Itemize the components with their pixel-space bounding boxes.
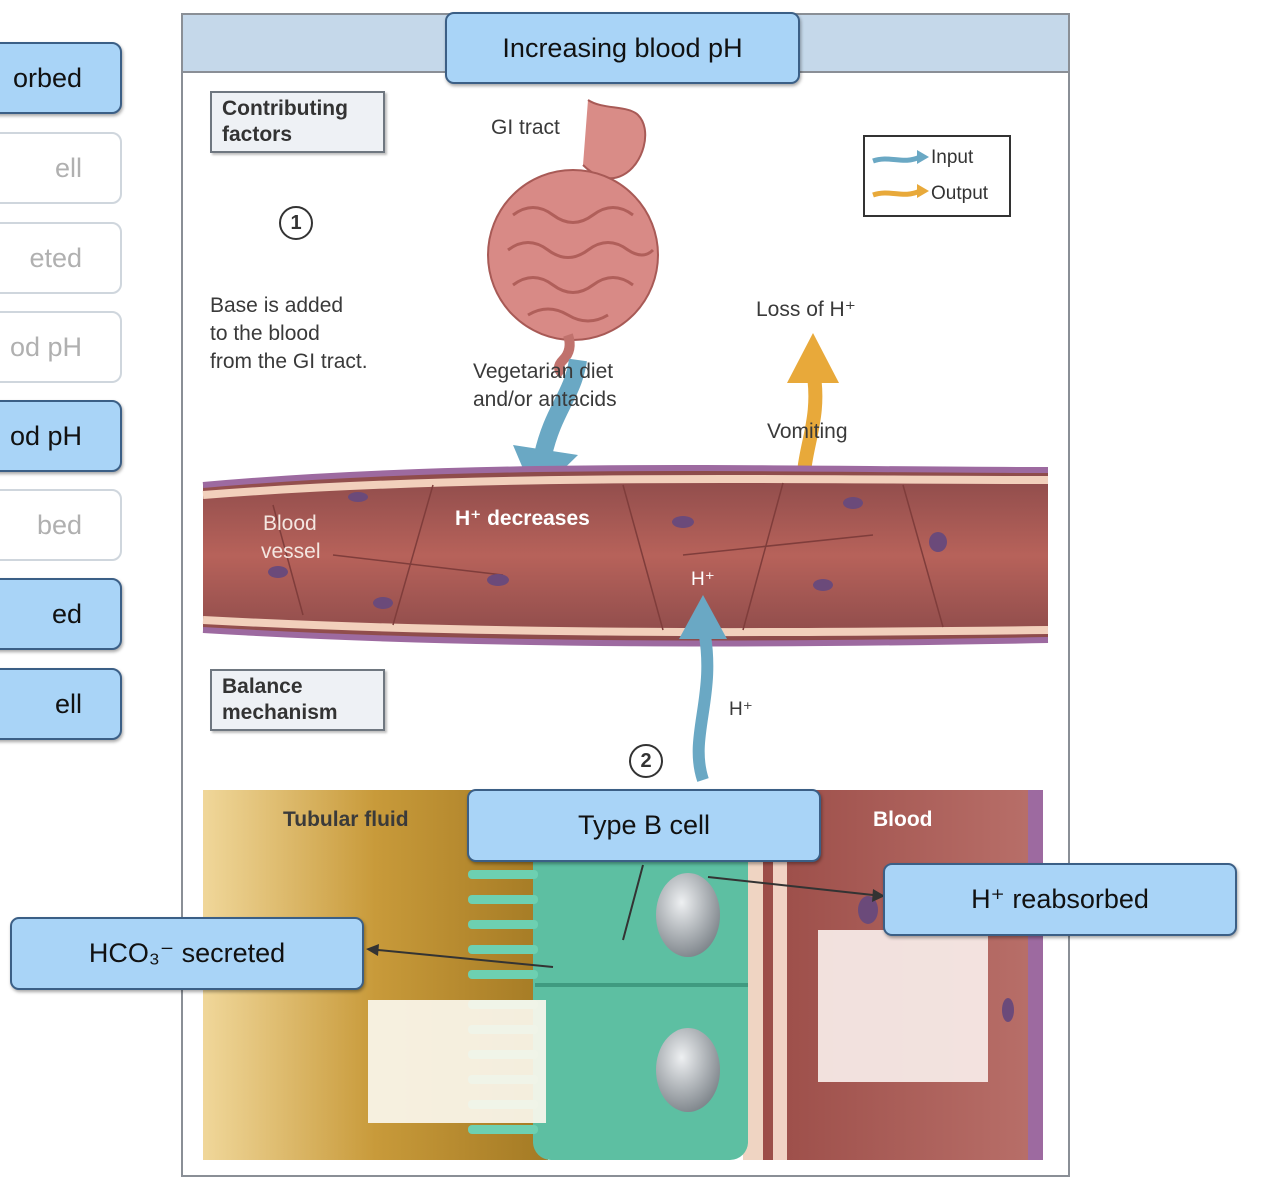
bank-item-6[interactable]: bed — [0, 489, 122, 561]
hco3-secreted-label[interactable]: HCO₃⁻ secreted — [10, 917, 364, 990]
base-added-line-1: Base is added — [210, 294, 344, 317]
bank-item-8[interactable]: ell — [0, 668, 122, 740]
leader-hco3 — [377, 949, 554, 968]
bank-item-7[interactable]: ed — [0, 578, 122, 650]
legend-output-label: Output — [931, 183, 989, 204]
diagram-frame: Contributing factors Balance mechanism 1… — [181, 13, 1070, 1177]
h-reabsorbed-label[interactable]: H⁺ reabsorbed — [883, 863, 1237, 936]
bank-item-1[interactable]: orbed — [0, 42, 122, 114]
empty-drop-zone-left[interactable] — [368, 1000, 546, 1123]
input-arrow-h — [692, 623, 714, 782]
step-2-marker: 2 — [629, 744, 663, 778]
bank-item-5[interactable]: od pH — [0, 400, 122, 472]
title-label[interactable]: Increasing blood pH — [445, 12, 800, 84]
gi-tract-illustration — [487, 99, 659, 378]
vegetarian-line-1: Vegetarian diet — [473, 360, 614, 383]
illustration — [202, 99, 1049, 1160]
input-arrowhead-h — [679, 595, 727, 639]
input-arrow-diet — [534, 358, 587, 458]
blood-vessel-label-1: Blood — [263, 512, 317, 535]
legend-input-arrow-icon — [872, 154, 922, 164]
h-plus-arrow-label: H⁺ — [729, 699, 753, 720]
loss-of-h-label: Loss of H⁺ — [756, 298, 856, 321]
legend: Input Output — [863, 135, 1011, 217]
type-b-cell-label[interactable]: Type B cell — [467, 789, 821, 862]
gi-tract-label: GI tract — [491, 116, 560, 139]
bank-item-3[interactable]: eted — [0, 222, 122, 294]
empty-drop-zone-right[interactable] — [818, 930, 988, 1082]
h-decreases-label: H⁺ decreases — [455, 507, 590, 530]
vegetarian-line-2: and/or antacids — [473, 388, 617, 411]
balance-mechanism-tag: Balance mechanism — [210, 669, 385, 731]
contributing-factors-tag: Contributing factors — [210, 91, 385, 153]
blood-vessel-label-2: vessel — [261, 540, 321, 563]
vomiting-label: Vomiting — [767, 420, 848, 443]
h-plus-vessel-label: H⁺ — [691, 569, 715, 590]
legend-input-label: Input — [931, 147, 974, 168]
base-added-line-2: to the blood — [210, 322, 320, 345]
leader-type-b — [622, 864, 644, 941]
tubular-fluid-label: Tubular fluid — [283, 808, 409, 831]
output-arrowhead-vomit — [787, 333, 839, 383]
blood-vessel-illustration — [202, 465, 1049, 647]
blood-label: Blood — [873, 808, 933, 831]
bank-item-2[interactable]: ell — [0, 132, 122, 204]
bank-item-4[interactable]: od pH — [0, 311, 122, 383]
step-1-marker: 1 — [279, 206, 313, 240]
legend-output-arrow-icon — [872, 188, 922, 198]
leader-h-reabsorbed — [707, 876, 874, 896]
base-added-line-3: from the GI tract. — [210, 350, 368, 373]
